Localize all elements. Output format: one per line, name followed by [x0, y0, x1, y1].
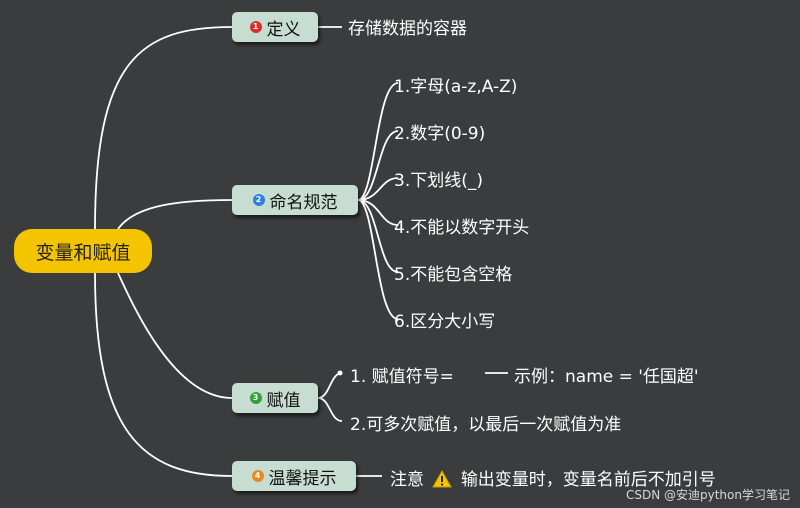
tip-text: 输出变量时，变量名前后不加引号 [460, 470, 716, 490]
branch-label: 温馨提示 [268, 468, 337, 489]
branch-assignment: 3 赋值 [232, 383, 318, 413]
branch-label: 定义 [266, 19, 301, 40]
root-label: 变量和赋值 [35, 241, 131, 264]
number-badge: 1 [249, 21, 262, 33]
leaf-naming-rule: 3.下划线(_) [394, 171, 483, 191]
leaf-naming-rule: 5.不能包含空格 [394, 265, 513, 285]
number-badge: 3 [249, 392, 262, 404]
leaf-naming-rule: 4.不能以数字开头 [394, 218, 530, 238]
leaf-naming-rule: 2.数字(0-9) [394, 124, 486, 144]
leaf-assignment-rule: 2.可多次赋值，以最后一次赋值为准 [350, 415, 622, 435]
leaf-assignment-symbol: 1. 赋值符号= [350, 367, 454, 387]
warning-icon [432, 470, 453, 488]
branch-label: 命名规范 [269, 192, 338, 213]
watermark: CSDN @安迪python学习笔记 [625, 488, 790, 502]
number-badge: 4 [251, 470, 264, 482]
leaf-tip: 注意 输出变量时，变量名前后不加引号 [390, 465, 716, 490]
branch-label: 赋值 [266, 390, 301, 411]
leaf-assignment-example: 示例：name = '任国超' [514, 367, 699, 387]
number-badge: 2 [252, 194, 265, 206]
leaf-definition: 存储数据的容器 [348, 19, 467, 39]
branch-tip: 4 温馨提示 [232, 461, 356, 491]
leaf-naming-rule: 1.字母(a-z,A-Z) [394, 77, 518, 97]
root-node: 变量和赋值 [14, 229, 152, 273]
tip-prefix: 注意 [390, 470, 424, 490]
branch-naming-rules: 2 命名规范 [232, 185, 358, 215]
branch-definition: 1 定义 [232, 12, 318, 42]
leaf-naming-rule: 6.区分大小写 [394, 312, 496, 332]
